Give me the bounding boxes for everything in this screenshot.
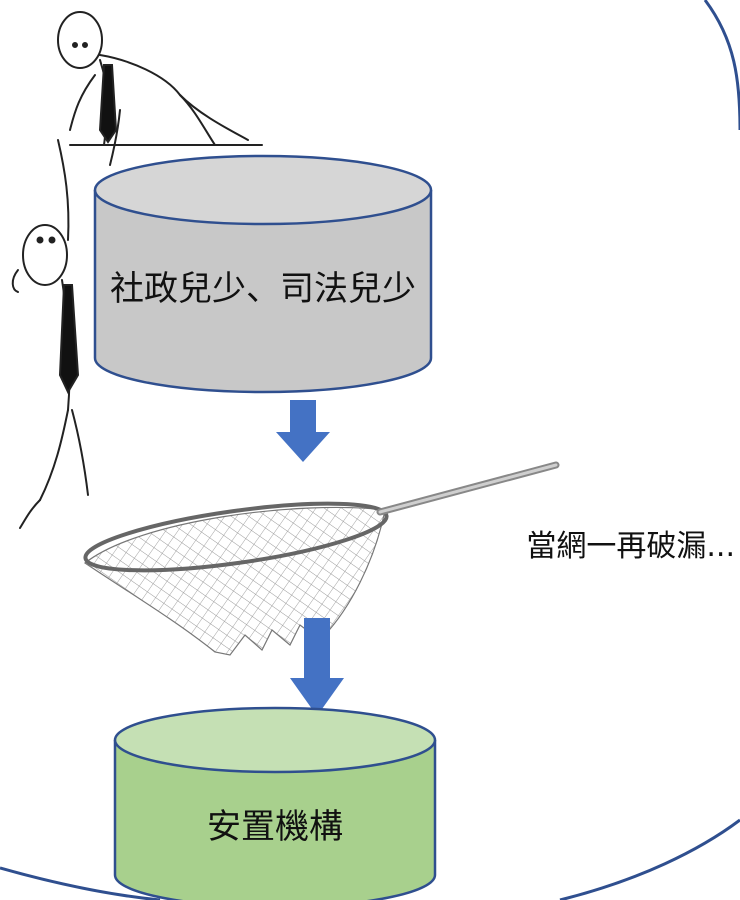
frame-arc-bottom — [0, 818, 740, 900]
cylinder-placement-institution: 安置機構 — [113, 706, 437, 900]
net-rim — [83, 501, 389, 573]
frame-arc-right — [703, 0, 740, 131]
cylinder-bottom-body — [113, 740, 437, 900]
cylinder-bottom-cap — [113, 706, 437, 774]
stick-figures-illustration — [11, 11, 263, 529]
cylinder-top-cap — [93, 154, 433, 226]
cylinder-top-body — [93, 190, 433, 394]
arrow-down-2 — [290, 618, 344, 716]
falling-figure — [11, 139, 89, 529]
cylinder-bottom-label: 安置機構 — [207, 807, 343, 847]
cylinder-top-label: 社政兒少、司法兒少 — [110, 269, 416, 309]
net-caption: 當網一再破漏... — [526, 529, 735, 564]
cylinder-social-judicial-youth: 社政兒少、司法兒少 — [93, 154, 433, 394]
rescuer-figure — [57, 11, 263, 166]
net-mesh — [83, 506, 386, 656]
arrow-down-1 — [276, 400, 330, 462]
